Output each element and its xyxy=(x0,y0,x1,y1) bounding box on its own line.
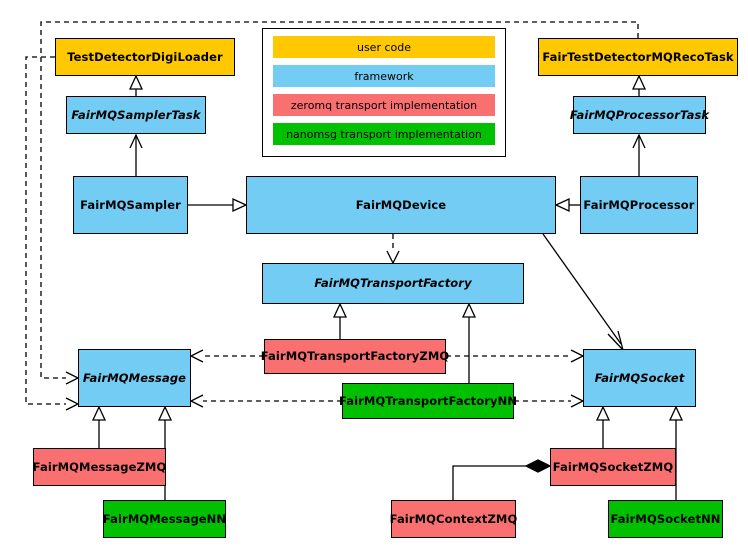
legend-item-nanomsg: nanomsg transport implementation xyxy=(273,123,495,145)
edge-sampler-to-samplertask xyxy=(129,133,143,176)
legend-label: zeromq transport implementation xyxy=(290,98,478,112)
edge-contextzmq-to-socketzmq xyxy=(452,459,552,500)
edge-tfzmq-to-socket xyxy=(446,349,585,363)
class-box-fairmqsampler[interactable]: FairMQSampler xyxy=(73,176,188,234)
class-box-fairmqprocessortask[interactable]: FairMQProcessorTask xyxy=(569,96,710,134)
class-label: FairMQMessage xyxy=(82,370,187,385)
class-box-fairmqtransportfactory[interactable]: FairMQTransportFactory xyxy=(262,263,524,304)
class-label: FairMQSampler xyxy=(80,197,181,212)
edge-samplertask-to-digiloader xyxy=(128,74,144,96)
class-label: FairMQSocket xyxy=(594,370,685,385)
legend-label: nanomsg transport implementation xyxy=(286,127,482,141)
class-box-fairmqtransportfactoryzmq[interactable]: FairMQTransportFactoryZMQ xyxy=(261,339,449,374)
class-label: FairMQTransportFactory xyxy=(314,276,472,291)
class-box-fairmqdevice[interactable]: FairMQDevice xyxy=(246,176,556,234)
class-box-fairmqsamplertask[interactable]: FairMQSamplerTask xyxy=(66,96,206,134)
legend-label: user code xyxy=(356,40,412,54)
class-label: FairMQMessageNN xyxy=(102,511,227,526)
class-label: FairMQDevice xyxy=(355,197,447,212)
class-box-fairmqsocketnn[interactable]: FairMQSocketNN xyxy=(608,500,723,538)
edge-processortask-to-recotask xyxy=(631,74,647,96)
class-box-fairmqsocket[interactable]: FairMQSocket xyxy=(583,349,696,407)
legend-item-user-code: user code xyxy=(273,36,495,58)
edge-tfnn-to-transportfactory xyxy=(461,302,477,383)
edge-tfzmq-to-transportfactory xyxy=(332,302,348,339)
class-box-fairmqprocessor[interactable]: FairMQProcessor xyxy=(580,176,698,234)
edge-messagezmq-to-message xyxy=(91,405,107,448)
class-label: TestDetectorDigiLoader xyxy=(67,49,223,64)
edge-processor-to-device xyxy=(554,197,580,213)
class-box-fairmqcontextzmq[interactable]: FairMQContextZMQ xyxy=(389,500,518,538)
class-box-testdetectordigiloader[interactable]: TestDetectorDigiLoader xyxy=(55,38,235,76)
class-label: FairMQTransportFactoryZMQ xyxy=(260,349,450,364)
class-label: FairMQProcessorTask xyxy=(569,107,710,122)
edge-tfnn-to-socket xyxy=(514,394,585,408)
legend-label: framework xyxy=(354,69,414,83)
class-box-fairmqmessagezmq[interactable]: FairMQMessageZMQ xyxy=(33,448,166,486)
edge-tfnn-to-message xyxy=(189,394,342,408)
edge-processor-to-processortask xyxy=(632,133,646,176)
class-box-fairmqmessagenn[interactable]: FairMQMessageNN xyxy=(103,500,226,538)
edge-device-to-socket xyxy=(542,233,624,351)
class-label: FairMQMessageZMQ xyxy=(32,459,167,474)
class-label: FairMQContextZMQ xyxy=(389,511,518,526)
class-box-fairmqsocketzmq[interactable]: FairMQSocketZMQ xyxy=(550,448,676,486)
class-label: FairMQSamplerTask xyxy=(71,107,201,122)
class-label: FairMQProcessor xyxy=(583,197,695,212)
edge-device-to-transportfactory xyxy=(386,234,400,265)
class-box-fairmqmessage[interactable]: FairMQMessage xyxy=(78,349,191,407)
edge-sampler-to-device xyxy=(188,197,248,213)
class-label: FairMQSocketNN xyxy=(610,511,721,526)
class-label: FairMQTransportFactoryNN xyxy=(338,393,518,408)
legend-item-zeromq: zeromq transport implementation xyxy=(273,94,495,116)
class-label: FairMQSocketZMQ xyxy=(552,459,674,474)
edge-socketzmq-to-socket xyxy=(595,405,611,448)
legend-item-framework: framework xyxy=(273,65,495,87)
class-box-fairtestdetectormqrecotask[interactable]: FairTestDetectorMQRecoTask xyxy=(538,38,738,76)
class-label: FairTestDetectorMQRecoTask xyxy=(542,49,734,64)
class-box-fairmqtransportfactorynn[interactable]: FairMQTransportFactoryNN xyxy=(338,383,518,419)
edge-tfzmq-to-message xyxy=(189,349,264,363)
legend-panel: user code framework zeromq transport imp… xyxy=(262,28,506,157)
